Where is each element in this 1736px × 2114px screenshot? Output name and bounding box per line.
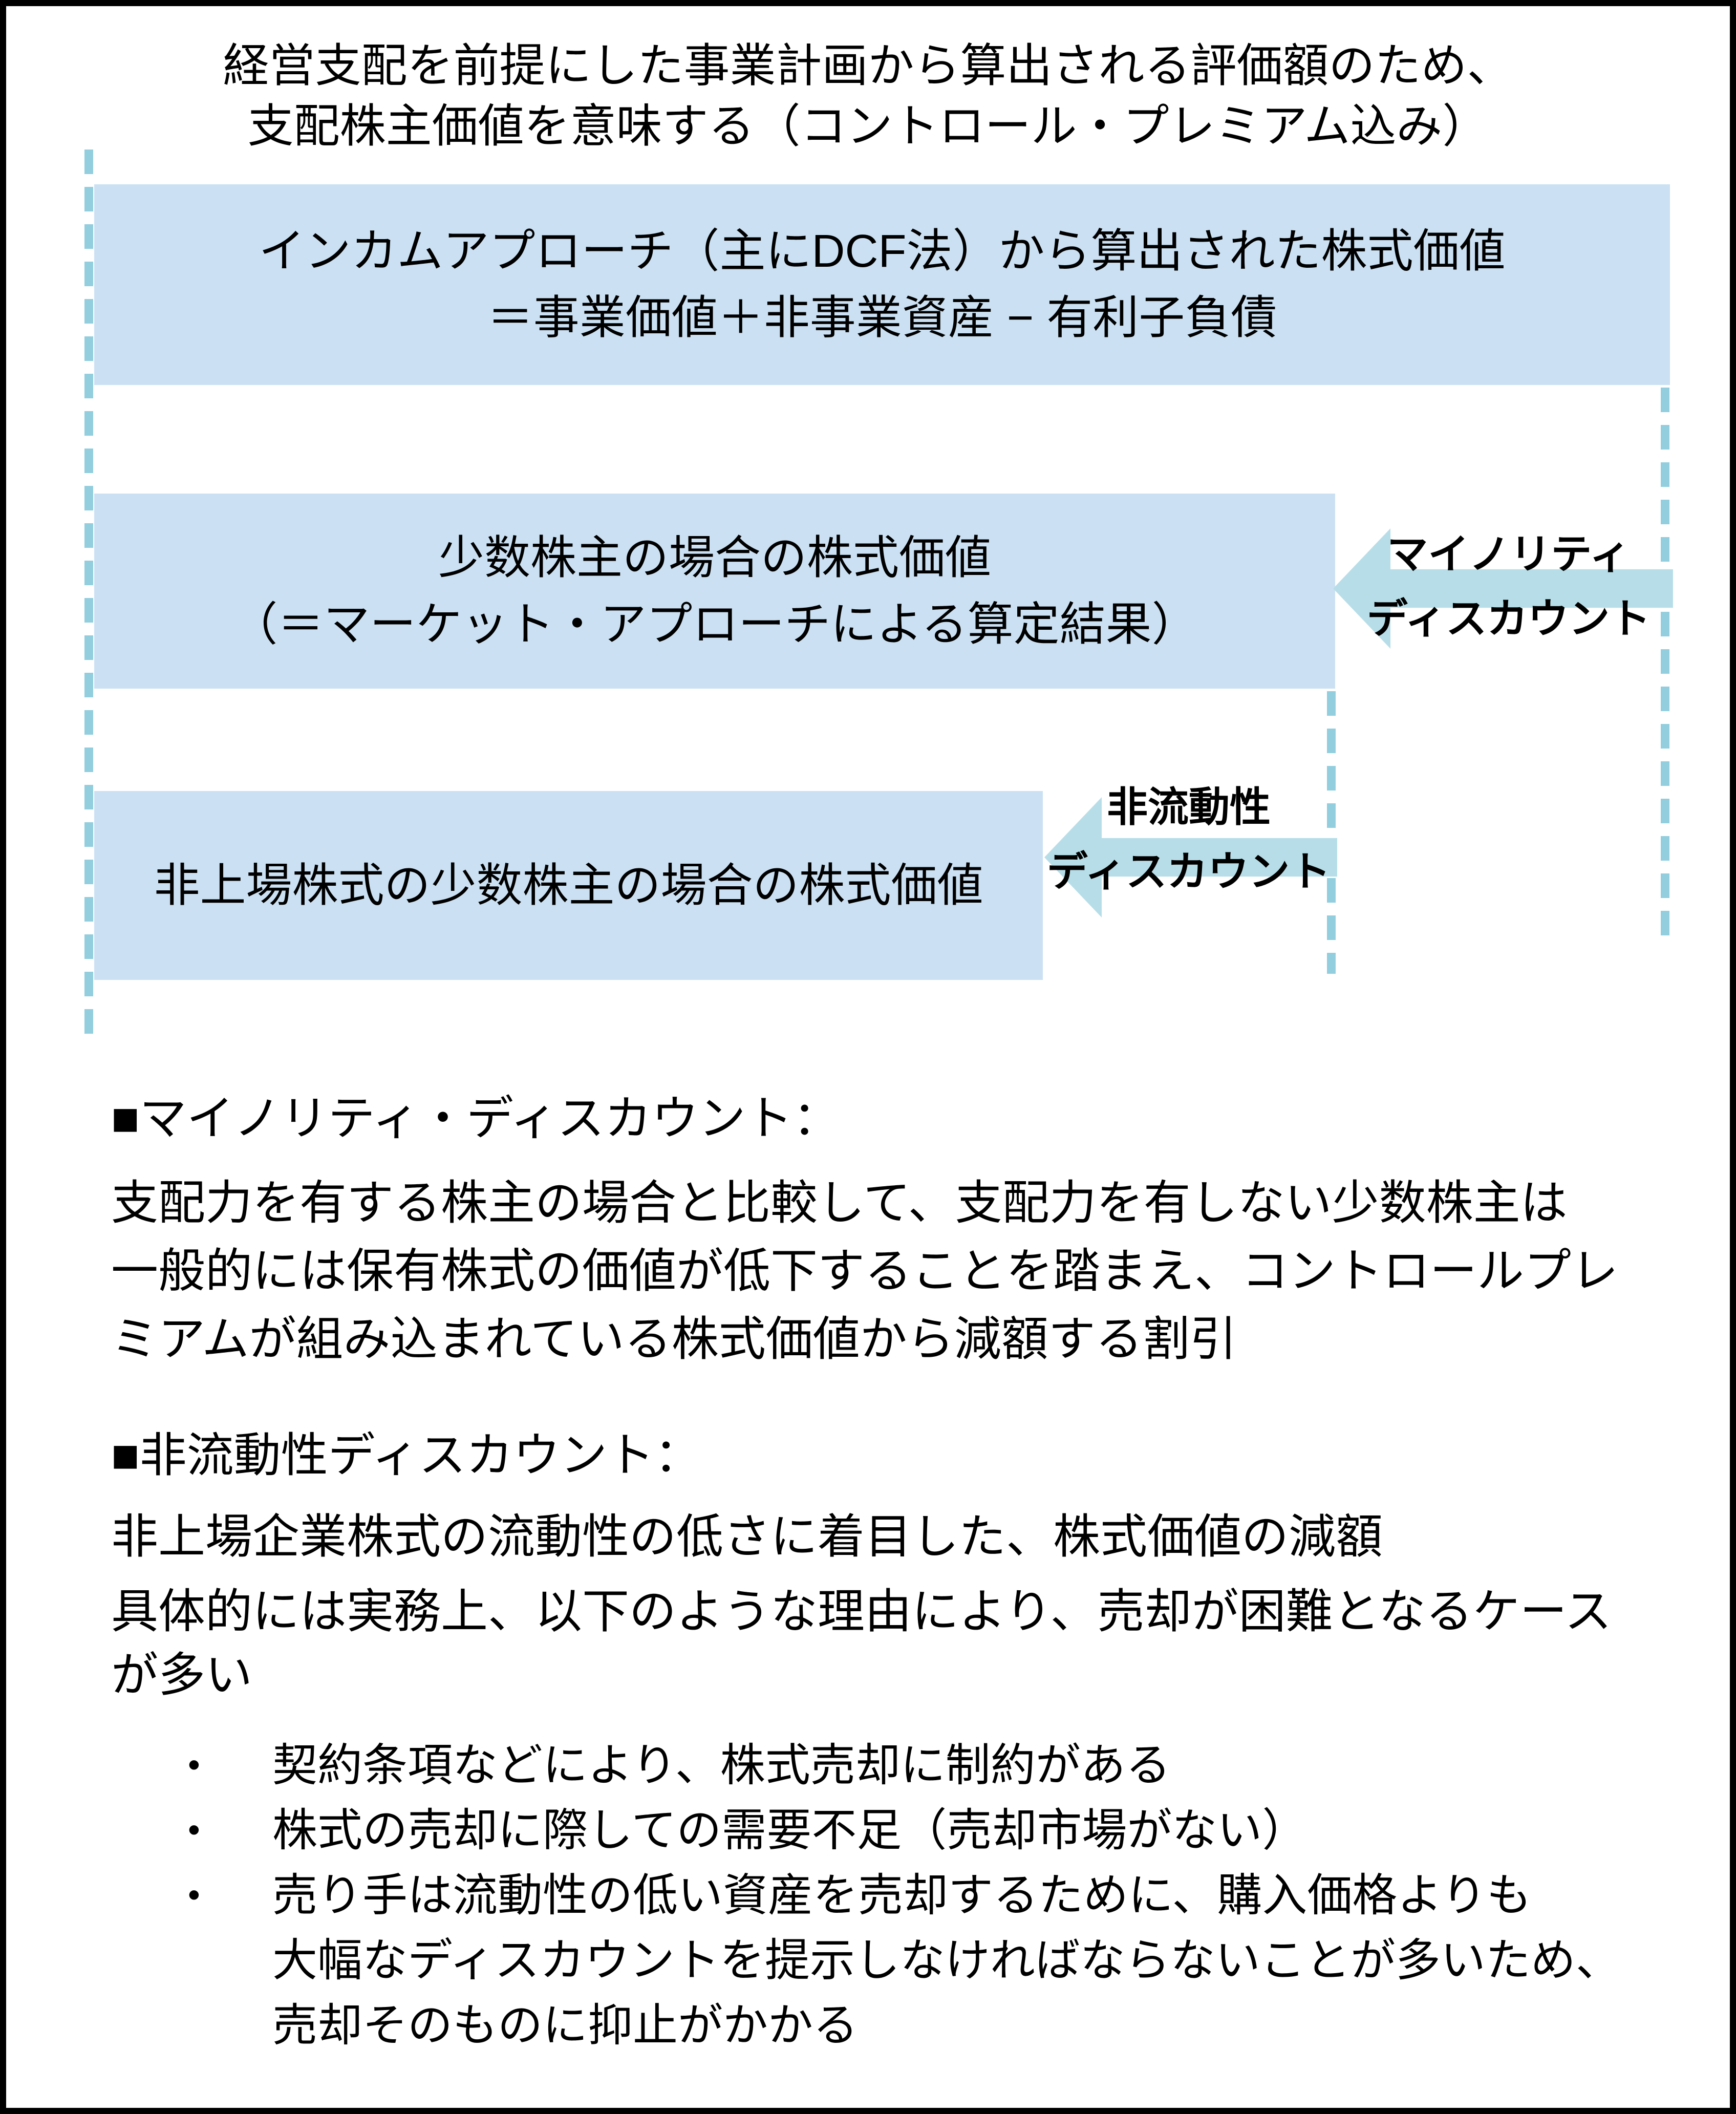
section-paragraph-minority-discount: 支配力を有する株主の場合と比較して、支配力を有しない少数株主は 一般的には保有株… [111, 1169, 1618, 1374]
bullet-marker-icon: • [188, 1875, 200, 1914]
bullet-3-line-1: 売り手は流動性の低い資産を売却するために、購入価格よりも [272, 1870, 1532, 1920]
reason-bullet-list: • 契約条項などにより、株式売却に制約がある • 株式の売却に際しての需要不足（… [188, 1733, 1621, 2058]
minority-paragraph-line-3: ミアムが組み込まれている株式価値から減額する割引 [111, 1313, 1237, 1365]
bullet-text: 株式の売却に際しての需要不足（売却市場がない） [272, 1798, 1307, 1863]
bullet-3-line-3: 売却そのものに抑止がかかる [272, 2000, 859, 2051]
illiquidity-discount-label-line-2: ディスカウント [1046, 849, 1331, 894]
section-heading-illiquidity-discount: ■非流動性ディスカウント： [111, 1429, 702, 1482]
bar-unlisted-line-1: 非上場株式の少数株主の場合の株式価値 [154, 860, 983, 911]
section-paragraph-illiquidity-practice: 具体的には実務上、以下のような理由により、売却が困難となるケース が多い [111, 1580, 1612, 1707]
practice-paragraph-line-1: 具体的には実務上、以下のような理由により、売却が困難となるケース [111, 1586, 1612, 1638]
bullet-text: 契約条項などにより、株式売却に制約がある [272, 1733, 1171, 1798]
list-item: • 契約条項などにより、株式売却に制約がある [188, 1733, 1621, 1798]
page-title-line-1: 経営支配を前提にした事業計画から算出される評価額のため、 [223, 40, 1513, 92]
minority-discount-label-line-1: マイノリティ [1387, 531, 1631, 577]
bar-unlisted-minority-value: 非上場株式の少数株主の場合の株式価値 [94, 791, 1043, 980]
guide-dashed-line-middle [1327, 691, 1336, 974]
practice-paragraph-line-2: が多い [111, 1649, 253, 1701]
bar-income-approach-value: インカムアプローチ（主にDCF法）から算出された株式価値 ＝事業価値＋非事業資産… [94, 184, 1670, 385]
page-title: 経営支配を前提にした事業計画から算出される評価額のため、 支配株主価値を意味する… [6, 36, 1730, 157]
bar-income-line-2: ＝事業価値＋非事業資産 − 有利子負債 [487, 292, 1277, 344]
list-item: • 売り手は流動性の低い資産を売却するために、購入価格よりも 大幅なディスカウン… [188, 1863, 1621, 2058]
bullet-2-line-1: 株式の売却に際しての需要不足（売却市場がない） [272, 1805, 1308, 1855]
illiquidity-discount-label-line-1: 非流動性 [1107, 784, 1271, 830]
bar-minority-line-1: 少数株主の場合の株式価値 [438, 532, 991, 584]
minority-discount-label-line-2: ディスカウント [1366, 596, 1651, 642]
guide-dashed-line-left [84, 150, 93, 1036]
section-heading-minority-discount: ■マイノリティ・ディスカウント： [111, 1093, 840, 1145]
bullet-marker-icon: • [188, 1810, 200, 1849]
bullet-1-line-1: 契約条項などにより、株式売却に制約がある [272, 1740, 1171, 1790]
minority-paragraph-line-1: 支配力を有する株主の場合と比較して、支配力を有しない少数株主は [111, 1177, 1568, 1229]
bar-minority-shareholder-value: 少数株主の場合の株式価値 （＝マーケット・アプローチによる算定結果） [94, 494, 1335, 689]
bar-minority-line-2: （＝マーケット・アプローチによる算定結果） [231, 599, 1198, 650]
minority-discount-arrow-label: マイノリティ ディスカウント [1342, 522, 1675, 651]
bar-income-line-1: インカムアプローチ（主にDCF法）から算出された株式価値 [259, 226, 1506, 277]
page-title-line-2: 支配株主価値を意味する（コントロール・プレミアム込み） [247, 101, 1489, 152]
guide-dashed-line-right [1661, 388, 1669, 943]
bullet-text: 売り手は流動性の低い資産を売却するために、購入価格よりも 大幅なディスカウントを… [272, 1863, 1621, 2058]
bullet-marker-icon: • [188, 1745, 200, 1784]
minority-paragraph-line-2: 一般的には保有株式の価値が低下することを踏まえ、コントロールプレ [111, 1245, 1619, 1297]
illiquidity-discount-arrow-label: 非流動性 ディスカウント [1035, 775, 1342, 904]
list-item: • 株式の売却に際しての需要不足（売却市場がない） [188, 1798, 1621, 1863]
bullet-3-line-2: 大幅なディスカウントを提示しなければならないことが多いため、 [272, 1935, 1621, 1985]
section-paragraph-illiquidity-definition: 非上場企業株式の流動性の低さに着目した、株式価値の減額 [111, 1511, 1383, 1563]
